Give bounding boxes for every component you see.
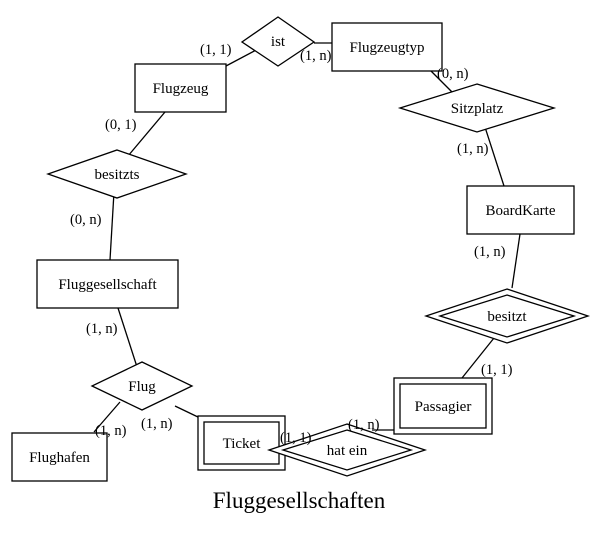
diagram-caption: Fluggesellschaften: [213, 488, 386, 513]
relationship-ist[interactable]: ist: [240, 16, 316, 67]
cardinality-hatein-passagier: (1, n): [348, 417, 380, 433]
entity-flughafen[interactable]: Flughafen: [11, 432, 108, 482]
cardinalities: (1, 1) (1, n) (0, n) (1, n) (0, 1) (0, n…: [70, 42, 513, 446]
edge-flugzeug-besitzts: [127, 111, 166, 157]
entity-box: [466, 185, 575, 235]
relationship-label: hat ein: [327, 443, 368, 459]
entity-box: [331, 22, 443, 72]
entity-box-inner: [399, 383, 487, 429]
relationship-besitzts[interactable]: besitzts: [46, 149, 188, 199]
cardinality-ist-flugzeugtyp: (1, n): [300, 48, 332, 64]
entity-passagier[interactable]: Passagier: [393, 377, 493, 435]
entity-label: BoardKarte: [486, 203, 556, 219]
relationship-label: Sitzplatz: [451, 101, 504, 117]
edge-besitzts-fluggesellschaft: [109, 191, 115, 261]
entity-box: [134, 63, 227, 113]
relationship-diamond-inner: [280, 429, 414, 471]
cardinality-flug-ticket: (1, n): [141, 416, 173, 432]
relationship-label: besitzts: [95, 167, 140, 183]
relationship-diamond: [46, 149, 188, 199]
relationship-label: ist: [271, 34, 286, 50]
entity-box: [36, 259, 179, 309]
relationship-diamond: [240, 16, 316, 67]
cardinality-flugzeugtyp-sitzplatz: (0, n): [437, 66, 469, 82]
entity-fluggesellschaft[interactable]: Fluggesellschaft: [36, 259, 179, 309]
cardinality-flugzeug-besitzts: (0, 1): [105, 117, 137, 133]
cardinality-flug-flughafen: (1, n): [95, 423, 127, 439]
edge-fluggesellschaft-flug: [117, 307, 139, 371]
edge-besitzt-passagier: [461, 337, 495, 379]
entity-label: Ticket: [223, 436, 262, 452]
entity-label: Flughafen: [29, 450, 90, 466]
relationship-hat-ein[interactable]: hat ein: [266, 423, 428, 477]
edge-boardkarte-besitzt: [511, 233, 521, 289]
relationship-diamond: [90, 361, 194, 411]
entity-label: Flugzeug: [153, 81, 209, 97]
edge-flug-flughafen: [93, 401, 121, 433]
cardinality-sitzplatz-boardkarte: (1, n): [457, 141, 489, 157]
entity-ticket[interactable]: Ticket: [197, 415, 286, 471]
entity-flugzeug[interactable]: Flugzeug: [134, 63, 227, 113]
edge-flug-ticket: [174, 405, 201, 419]
relationship-label: besitzt: [487, 309, 527, 325]
cardinality-besitzts-fluggesellschaft: (0, n): [70, 212, 102, 228]
relationship-diamond: [397, 83, 557, 133]
relationship-besitzt[interactable]: besitzt: [423, 288, 591, 344]
cardinality-ticket-hatein: (1, 1): [280, 430, 312, 446]
entity-box: [11, 432, 108, 482]
entity-box-inner: [203, 421, 280, 465]
entity-label: Passagier: [415, 399, 472, 415]
relationship-diamond-inner: [437, 294, 577, 338]
entity-label: Fluggesellschaft: [58, 277, 157, 293]
entity-label: Flugzeugtyp: [350, 40, 425, 56]
relationship-label: Flug: [128, 379, 156, 395]
cardinality-fluggesellschaft-flug: (1, n): [86, 321, 118, 337]
cardinality-boardkarte-besitzt: (1, n): [474, 244, 506, 260]
cardinality-besitzt-passagier: (1, 1): [481, 362, 513, 378]
entity-boardkarte[interactable]: BoardKarte: [466, 185, 575, 235]
relationship-sitzplatz[interactable]: Sitzplatz: [397, 83, 557, 133]
cardinality-flugzeug-ist: (1, 1): [200, 42, 232, 58]
edge-sitzplatz-boardkarte: [483, 123, 505, 187]
entity-flugzeugtyp[interactable]: Flugzeugtyp: [331, 22, 443, 72]
relationship-flug[interactable]: Flug: [90, 361, 194, 411]
